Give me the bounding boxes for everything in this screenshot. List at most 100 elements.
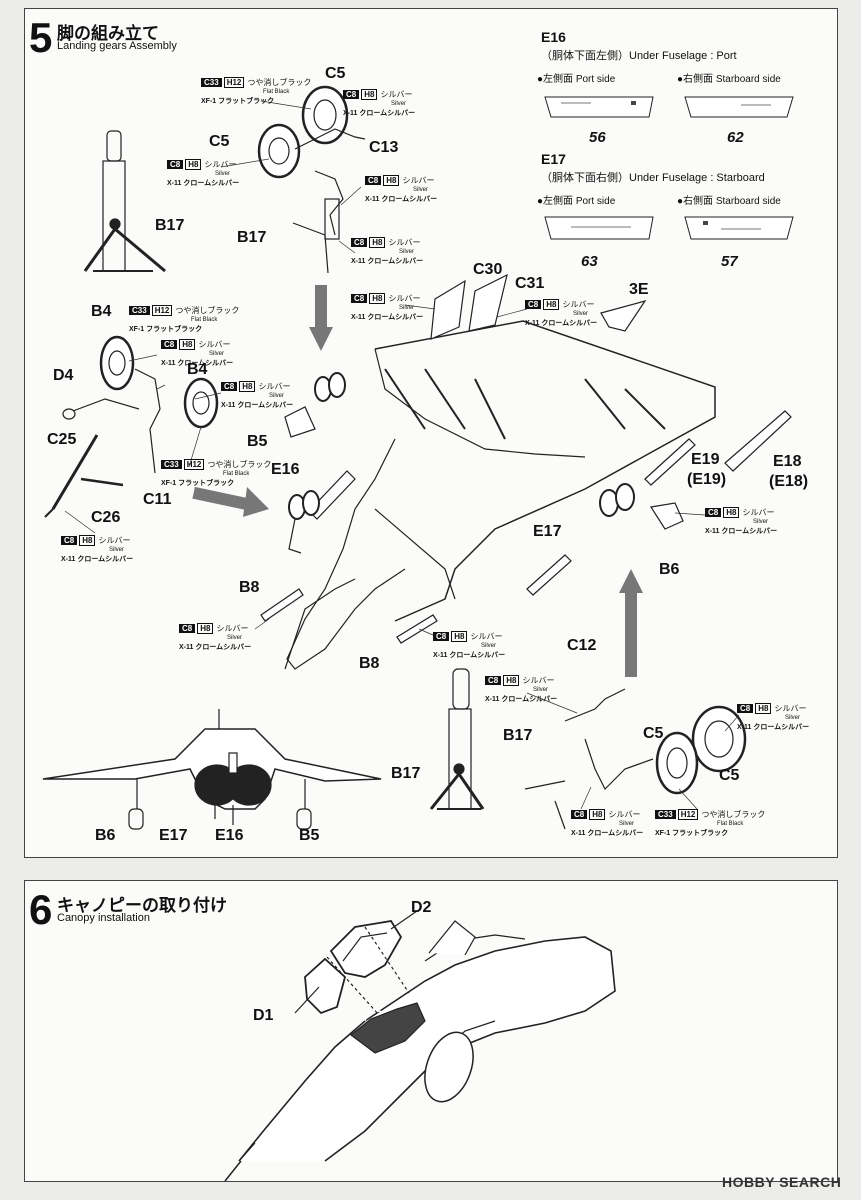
hobby-search-watermark: HOBBY SEARCH — [722, 1174, 842, 1190]
paint-code: C33 — [655, 810, 676, 819]
paint-brand: X-11 クロームシルバー — [351, 314, 424, 321]
paint-name-jp: つや消しブラック — [247, 78, 312, 87]
e17-port-label: ●左側面 Port side — [537, 196, 616, 207]
e17-starboard-panel-drawing — [684, 216, 794, 240]
part-label-3e: 3E — [629, 281, 649, 298]
paint-name-jp: つや消しブラック — [701, 810, 766, 819]
paint-name-en: Silver — [619, 821, 635, 827]
paint-code2: H8 — [723, 507, 740, 518]
part-label-d2: D2 — [411, 899, 432, 916]
paint-brand: X-11 クロームシルバー — [571, 830, 644, 837]
paint-code: C8 — [571, 810, 588, 819]
paint-code: C33 — [129, 306, 150, 315]
paint-name-en: Silver — [391, 101, 407, 107]
paint-code: C8 — [351, 294, 368, 303]
part-label-d1: D1 — [253, 1007, 274, 1024]
paint-name-en: Silver — [753, 519, 769, 525]
paint-name-jp: シルバー — [204, 160, 237, 169]
part-label-c12: C12 — [567, 637, 597, 654]
paint-code2: H12 — [151, 305, 173, 316]
paint-name-en: Silver — [413, 187, 429, 193]
paint-code2: H12 — [677, 809, 699, 820]
e17-starboard-label: ●右側面 Starboard side — [677, 196, 781, 207]
paint-name-en: Silver — [109, 547, 125, 553]
paint-brand: X-11 クロームシルバー — [167, 180, 240, 187]
paint-code: C8 — [705, 508, 722, 517]
part-label-b5-bottom: B5 — [299, 827, 320, 844]
paint-code: C8 — [351, 238, 368, 247]
paint-name-jp: シルバー — [258, 382, 291, 391]
paint-brand: XF-1 フラットブラック — [161, 480, 235, 487]
step6-panel: 6 キャノピーの取り付け Canopy installation — [24, 880, 838, 1182]
paint-code2: H8 — [197, 623, 214, 634]
paint-name-jp: シルバー — [198, 340, 231, 349]
paint-code2: H8 — [543, 299, 560, 310]
paint-name-jp: シルバー — [98, 536, 131, 545]
paint-code2: H8 — [589, 809, 606, 820]
paint-code: C8 — [433, 632, 450, 641]
step5-panel: 5 脚の組み立て Landing gears Assembly E16 （胴体下… — [24, 8, 838, 858]
part-label-e16-mid: E16 — [271, 461, 300, 478]
paint-code2: H8 — [369, 293, 386, 304]
paint-code: C8 — [737, 704, 754, 713]
paint-code: C8 — [343, 90, 360, 99]
paint-name-jp: シルバー — [608, 810, 641, 819]
part-label-d4: D4 — [53, 367, 74, 384]
part-label-c5-bottom-right: C5 — [719, 767, 740, 784]
paint-name-en: Flat Black — [191, 317, 218, 323]
part-label-b8-right: B8 — [359, 655, 380, 672]
step6-line-art — [224, 910, 616, 1182]
part-label-b6-mid: B6 — [659, 561, 680, 578]
e16-decal-num-port: 56 — [589, 129, 606, 146]
part-label-c5-bottom-left: C5 — [643, 725, 664, 742]
paint-brand: X-11 クロームシルバー — [705, 528, 778, 535]
paint-code2: H8 — [755, 703, 772, 714]
part-label-c26: C26 — [91, 509, 121, 526]
paint-name-jp: つや消しブラック — [207, 460, 272, 469]
paint-name-en: Flat Black — [223, 471, 250, 477]
e16-starboard-label: ●右側面 Starboard side — [677, 74, 781, 85]
paint-name-jp: つや消しブラック — [175, 306, 240, 315]
paint-code: C8 — [161, 340, 178, 349]
paint-code: C33 — [201, 78, 222, 87]
paint-name-jp: シルバー — [774, 704, 807, 713]
part-label-c5-top: C5 — [325, 65, 346, 82]
paint-brand: X-11 クロームシルバー — [737, 724, 810, 731]
paint-name-en: Flat Black — [717, 821, 744, 827]
part-label-e19-paren: (E19) — [687, 471, 727, 488]
paint-name-jp: シルバー — [216, 624, 249, 633]
part-label-c31: C31 — [515, 275, 545, 292]
paint-name-jp: シルバー — [388, 294, 421, 303]
e16-decal-num-starboard: 62 — [727, 129, 744, 146]
paint-name-en: Silver — [399, 305, 415, 311]
part-label-b8-left: B8 — [239, 579, 260, 596]
paint-code2: H8 — [361, 89, 378, 100]
e17-port-panel-drawing — [544, 216, 654, 240]
e16-port-panel-drawing — [544, 96, 654, 118]
e16-port-label: ●左側面 Port side — [537, 74, 616, 85]
part-label-e18: E18 — [773, 453, 802, 470]
paint-name-jp: シルバー — [562, 300, 595, 309]
part-label-b17-topleft: B17 — [155, 217, 185, 234]
paint-code: C8 — [167, 160, 184, 169]
paint-brand: X-11 クロームシルバー — [221, 402, 294, 409]
paint-name-jp: シルバー — [380, 90, 413, 99]
step5-number: 5 — [29, 14, 53, 61]
e16-ref-title: （胴体下面左側）Under Fuselage : Port — [541, 50, 737, 62]
paint-name-jp: シルバー — [742, 508, 775, 517]
paint-code2: H8 — [79, 535, 96, 546]
e17-ref-title: （胴体下面右側）Under Fuselage : Starboard — [541, 172, 765, 184]
paint-name-en: Silver — [399, 249, 415, 255]
